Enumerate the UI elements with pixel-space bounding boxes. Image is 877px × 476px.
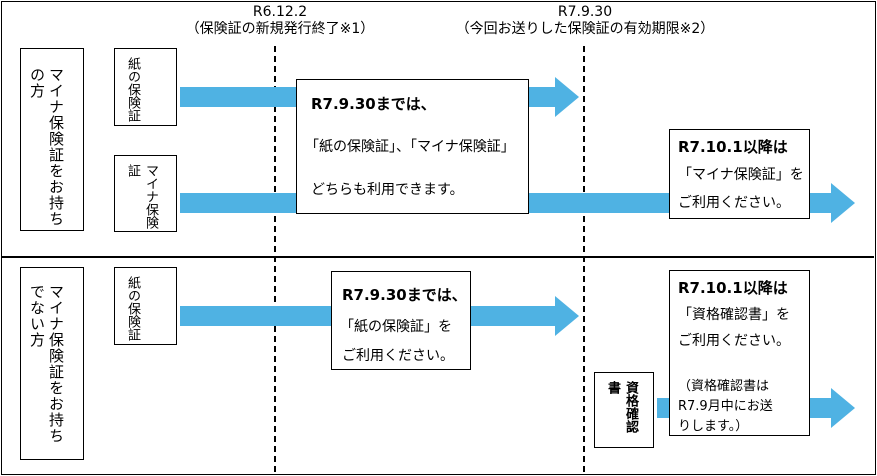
callout-bottom-middle-line1: R7.9.30までは、 (342, 286, 467, 304)
section-divider (1, 256, 874, 258)
card-paper-top-text: 紙の保険証 (125, 57, 140, 122)
date-left: R6.12.2 (252, 4, 308, 20)
side-label-bottom: マイナ保険証をお持ちでない方 (20, 267, 84, 460)
card-paper-bottom: 紙の保険証 (114, 267, 177, 345)
timeline-marker-left (274, 46, 276, 472)
date-right: R7.9.30 (557, 4, 613, 20)
card-paper-top: 紙の保険証 (114, 48, 177, 126)
callout-bottom-middle: R7.9.30までは、 「紙の保険証」を ご利用ください。 (331, 271, 471, 370)
date-label-left: R6.12.2 （保険証の新規発行終了※1） (170, 4, 390, 38)
callout-bottom-middle-line3: ご利用ください。 (342, 348, 454, 364)
callout-top-right-line2: 「マイナ保険証」を (678, 167, 804, 183)
card-myna-top-text: マイナ保険証 (125, 164, 158, 229)
arrow-certificate-head (831, 388, 855, 428)
callout-top-middle: R7.9.30までは、 「紙の保険証」、「マイナ保険証」 どちらも利用できます。 (296, 79, 529, 214)
side-label-top: マイナ保険証をお持ちの方 (20, 48, 84, 231)
callout-bottom-middle-line2: 「紙の保険証」を (340, 319, 452, 335)
date-right-note: （今回お送りした保険証の有効期限※2） (455, 21, 715, 37)
card-certificate-text: 資格確認書 (605, 381, 638, 433)
callout-bottom-right: R7.10.1以降は 「資格確認書」を ご利用ください。 （資格確認書は R7.… (669, 270, 810, 436)
callout-top-right: R7.10.1以降は 「マイナ保険証」を ご利用ください。 (669, 129, 810, 219)
callout-bottom-right-line2: 「資格確認書」を (678, 307, 790, 323)
callout-bottom-right-note2: R7.9月中にお送 (678, 399, 773, 414)
side-label-top-text: マイナ保険証をお持ちの方 (28, 67, 65, 227)
callout-bottom-right-line1: R7.10.1以降は (678, 279, 788, 297)
arrow-paper-top-head (555, 77, 579, 117)
callout-top-right-line1: R7.10.1以降は (678, 138, 788, 156)
date-label-right: R7.9.30 （今回お送りした保険証の有効期限※2） (440, 4, 730, 38)
callout-top-middle-line1: R7.9.30までは、 (311, 95, 436, 113)
timeline-marker-right (583, 46, 585, 472)
callout-bottom-right-note1: （資格確認書は (678, 379, 770, 394)
arrow-paper-bottom-head (555, 296, 579, 336)
callout-top-right-line3: ご利用ください。 (678, 195, 790, 211)
callout-bottom-right-note3: りします。） (678, 419, 749, 434)
callout-top-middle-line2: 「紙の保険証」、「マイナ保険証」 (305, 139, 515, 155)
card-myna-top: マイナ保険証 (114, 155, 177, 232)
side-label-bottom-text: マイナ保険証をお持ちでない方 (28, 284, 65, 444)
callout-top-middle-line3: どちらも利用できます。 (311, 182, 464, 198)
date-left-note: （保険証の新規発行終了※1） (185, 21, 375, 37)
arrow-myna-top-head (831, 183, 855, 223)
callout-bottom-right-line3: ご利用ください。 (678, 333, 790, 349)
card-certificate: 資格確認書 (594, 372, 654, 448)
card-paper-bottom-text: 紙の保険証 (125, 276, 140, 341)
